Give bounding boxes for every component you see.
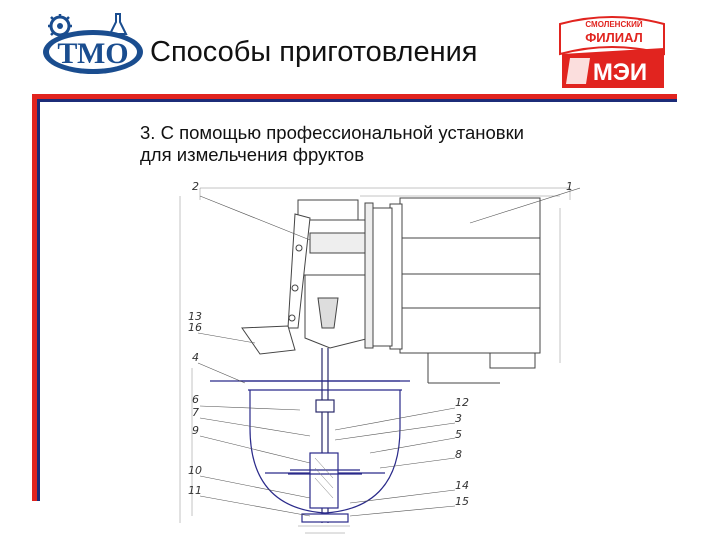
frame-left-shadow bbox=[37, 99, 40, 501]
callout-9: 9 bbox=[192, 424, 199, 437]
callout-3: 3 bbox=[455, 412, 462, 425]
callout-4: 4 bbox=[192, 351, 199, 364]
callout-5: 5 bbox=[455, 428, 462, 441]
mei-logo: СМОЛЕНСКИЙ ФИЛИАЛ МЭИ bbox=[559, 16, 665, 88]
tmo-logo-text: ТМО bbox=[57, 37, 128, 70]
mei-logo-line1: СМОЛЕНСКИЙ bbox=[585, 20, 642, 29]
callout-15: 15 bbox=[455, 495, 469, 508]
mixing-bowl bbox=[210, 380, 410, 523]
mei-logo-line3: МЭИ bbox=[593, 59, 647, 86]
callout-1: 1 bbox=[566, 180, 573, 193]
callout-14: 14 bbox=[455, 479, 469, 492]
subtitle-line-2: для измельчения фруктов bbox=[140, 144, 365, 166]
callout-16: 16 bbox=[188, 321, 202, 334]
callout-11: 11 bbox=[188, 484, 202, 497]
drive-head bbox=[297, 199, 374, 349]
lever-arm bbox=[287, 213, 311, 329]
frame-left-bar bbox=[32, 94, 37, 501]
callout-7: 7 bbox=[192, 406, 199, 419]
flask-icon bbox=[108, 13, 128, 35]
frame-top-bar bbox=[32, 94, 677, 99]
slide-subtitle: 3. С помощью профессиональной установки … bbox=[140, 122, 680, 166]
technical-drawing: 1 2 13 16 4 6 7 9 10 11 12 3 5 8 14 15 bbox=[179, 180, 580, 534]
callout-8: 8 bbox=[455, 448, 462, 461]
bowl-hatching bbox=[314, 457, 334, 499]
callout-13: 13 bbox=[188, 310, 202, 323]
slide-title: Способы приготовления bbox=[150, 36, 478, 68]
callout-12: 12 bbox=[455, 396, 469, 409]
subtitle-line-1: 3. С помощью профессиональной установки bbox=[140, 122, 525, 143]
callout-6: 6 bbox=[192, 393, 199, 406]
motor-unit bbox=[365, 197, 541, 384]
mei-logo-line2: ФИЛИАЛ bbox=[585, 30, 643, 45]
leader-lines bbox=[197, 187, 580, 517]
tmo-logo: ТМО bbox=[43, 13, 143, 74]
frame-top-shadow bbox=[38, 99, 677, 102]
part-callouts: 1 2 13 16 4 6 7 9 10 11 12 3 5 8 14 15 bbox=[188, 180, 573, 508]
loading-hopper bbox=[241, 325, 296, 355]
dimension-lines bbox=[179, 187, 571, 534]
callout-10: 10 bbox=[188, 464, 202, 477]
callout-2: 2 bbox=[192, 180, 199, 193]
